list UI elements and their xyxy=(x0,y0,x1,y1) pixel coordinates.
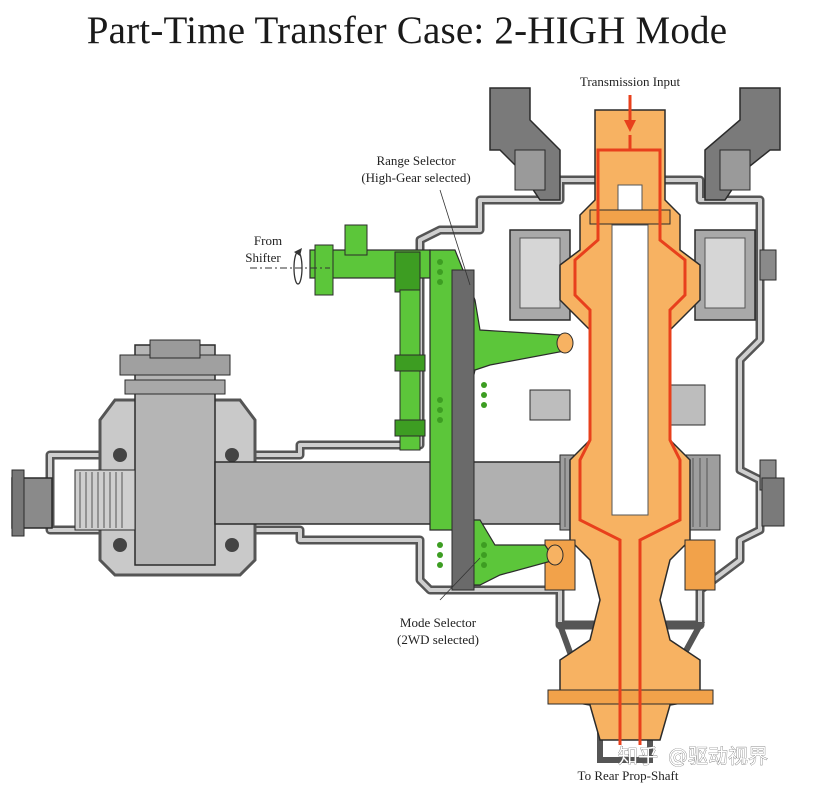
bolt-right-upper xyxy=(759,249,777,281)
label-rear-output: To Rear Prop-Shaft xyxy=(578,768,679,783)
label-from-shifter-2: Shifter xyxy=(245,250,281,265)
shift-plate xyxy=(451,269,475,591)
input-arrow xyxy=(624,120,636,132)
label-from-shifter-1: From xyxy=(254,233,282,248)
label-range-selector-2: (High-Gear selected) xyxy=(361,170,470,185)
label-range-selector-1: Range Selector xyxy=(376,153,456,168)
diagram-title: Part-Time Transfer Case: 2-HIGH Mode xyxy=(86,9,728,52)
housing xyxy=(45,87,785,763)
front-shaft xyxy=(134,344,216,566)
label-mode-selector-1: Mode Selector xyxy=(400,615,477,630)
main-shaft-active xyxy=(544,95,716,745)
watermark-account: @驱动视界 xyxy=(668,744,768,768)
watermark-platform: 知乎 xyxy=(618,744,658,768)
front-output-assembly xyxy=(11,339,257,577)
selector-mechanism xyxy=(250,224,574,591)
label-mode-selector-2: (2WD selected) xyxy=(397,632,479,647)
leader-lines xyxy=(439,189,481,601)
label-transmission-input: Transmission Input xyxy=(580,74,681,89)
